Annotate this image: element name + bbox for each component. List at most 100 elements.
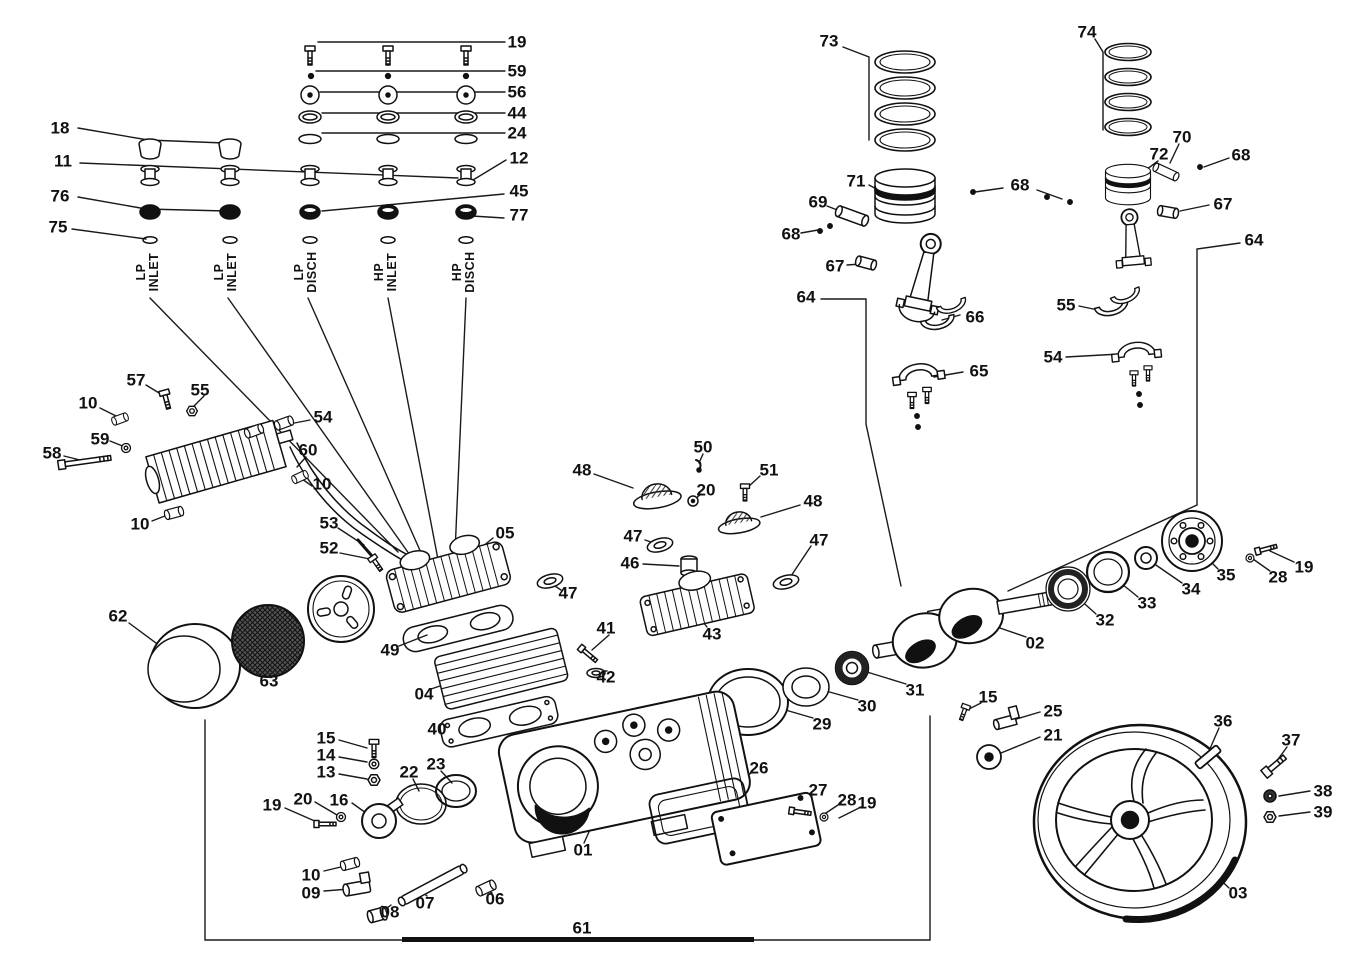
part-callout-28: 28 xyxy=(838,791,857,810)
part-callout-10: 10 xyxy=(79,394,98,413)
part-callout-30: 30 xyxy=(858,697,877,716)
valve-cover-48 xyxy=(717,511,761,535)
lp-head-group xyxy=(385,534,800,748)
part-callout-72: 72 xyxy=(1150,145,1169,164)
part-callout-68: 68 xyxy=(1011,176,1030,195)
head-gasket-49 xyxy=(402,604,514,653)
part-callout-12: 12 xyxy=(510,149,529,168)
part-callout-09: 09 xyxy=(302,884,321,903)
part-callout-27: 27 xyxy=(809,781,828,800)
part-callout-15: 15 xyxy=(317,729,336,748)
flywheel-bolt-37 xyxy=(1260,754,1288,779)
part-callout-48: 48 xyxy=(804,492,823,511)
part-callout-19: 19 xyxy=(858,794,877,813)
part-callout-24: 24 xyxy=(508,124,527,143)
piston-71 xyxy=(874,168,936,224)
slotted-plate xyxy=(307,575,375,643)
part-callout-49: 49 xyxy=(381,641,400,660)
part-callout-29: 29 xyxy=(813,715,832,734)
part-callout-21: 21 xyxy=(1044,726,1063,745)
seal-33 xyxy=(1085,550,1131,594)
connecting-rod-64 xyxy=(1115,208,1152,269)
part-callout-55: 55 xyxy=(191,381,210,400)
part-callout-47: 47 xyxy=(810,531,829,550)
part-callout-59: 59 xyxy=(91,430,110,449)
washer-47 xyxy=(772,574,800,590)
part-callout-76: 76 xyxy=(51,187,70,206)
hp-piston-rod-group xyxy=(970,42,1203,408)
part-callout-46: 46 xyxy=(621,554,640,573)
part-callout-32: 32 xyxy=(1096,611,1115,630)
washer-47 xyxy=(646,537,674,553)
part-callout-20: 20 xyxy=(697,481,716,500)
part-callout-39: 39 xyxy=(1314,803,1333,822)
part-callout-47: 47 xyxy=(559,584,578,603)
part-callout-03: 03 xyxy=(1229,884,1248,903)
part-callout-54: 54 xyxy=(1044,348,1063,367)
part-callout-74: 74 xyxy=(1078,23,1097,42)
part-callout-67: 67 xyxy=(1214,195,1233,214)
part-callout-60: 60 xyxy=(299,441,318,460)
cover-gasket-26 xyxy=(648,777,751,845)
part-callout-28: 28 xyxy=(1269,568,1288,587)
part-callout-13: 13 xyxy=(317,763,336,782)
part-callout-53: 53 xyxy=(320,514,339,533)
part-callout-50: 50 xyxy=(694,438,713,457)
wrist-pin-69 xyxy=(834,205,870,227)
part-callout-45: 45 xyxy=(510,182,529,201)
lp-cylinder-04 xyxy=(434,627,569,710)
part-callout-02: 02 xyxy=(1026,634,1045,653)
part-callout-77: 77 xyxy=(510,206,529,225)
part-callout-57: 57 xyxy=(127,371,146,390)
part-callout-08: 08 xyxy=(381,903,400,922)
part-callout-63: 63 xyxy=(260,672,279,691)
part-callout-41: 41 xyxy=(597,619,616,638)
hp-cylinder-head-43 xyxy=(639,570,755,637)
fan-clutch-group xyxy=(147,575,375,709)
connecting-rod-64 xyxy=(895,232,942,323)
part-callout-35: 35 xyxy=(1217,566,1236,585)
lp-piston-rod-group xyxy=(817,50,970,430)
part-callout-56: 56 xyxy=(508,83,527,102)
valve-cover-48 xyxy=(632,483,682,510)
part-callout-59: 59 xyxy=(508,62,527,81)
part-callout-42: 42 xyxy=(597,668,616,687)
part-callout-19: 19 xyxy=(263,796,282,815)
crankshaft-02 xyxy=(871,587,1059,669)
part-callout-31: 31 xyxy=(906,681,925,700)
piston-rings-74 xyxy=(1104,42,1152,137)
part-callout-55: 55 xyxy=(1057,296,1076,315)
bearing-32 xyxy=(1045,566,1091,612)
assembly-baseline-61 xyxy=(402,937,754,942)
elbow-09 xyxy=(342,871,372,897)
part-callout-70: 70 xyxy=(1173,128,1192,147)
hp-head-group xyxy=(576,459,761,679)
part-callout-54: 54 xyxy=(314,408,333,427)
piston-72 xyxy=(1104,163,1152,206)
part-callout-37: 37 xyxy=(1282,731,1301,750)
elbow-25 xyxy=(992,705,1021,731)
part-callout-43: 43 xyxy=(703,625,722,644)
part-callout-36: 36 xyxy=(1214,712,1233,731)
part-callout-68: 68 xyxy=(782,225,801,244)
port-label-3: HPINLET xyxy=(372,253,399,292)
part-callout-23: 23 xyxy=(427,755,446,774)
part-callout-65: 65 xyxy=(970,362,989,381)
sight-glass-16 xyxy=(361,797,404,839)
part-callout-75: 75 xyxy=(49,218,68,237)
part-callout-64: 64 xyxy=(1245,231,1264,250)
part-callout-73: 73 xyxy=(820,32,839,51)
part-callout-34: 34 xyxy=(1182,580,1201,599)
part-callout-71: 71 xyxy=(847,172,866,191)
port-label-0: LPINLET xyxy=(134,253,161,292)
part-callout-51: 51 xyxy=(760,461,779,480)
part-callout-22: 22 xyxy=(400,763,419,782)
mesh-disc-63 xyxy=(231,604,305,678)
flywheel-group xyxy=(1032,723,1288,924)
part-callout-10: 10 xyxy=(131,515,150,534)
part-callout-47: 47 xyxy=(624,527,643,546)
